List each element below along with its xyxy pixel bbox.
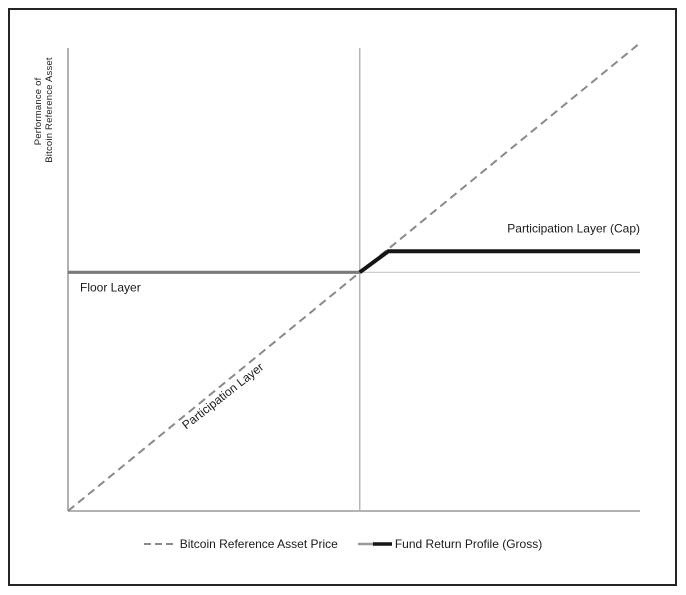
- series-layer: [67, 42, 641, 512]
- legend-item-bitcoin-reference-asset-price: Bitcoin Reference Asset Price: [143, 536, 338, 552]
- legend: Bitcoin Reference Asset Price Fund Retur…: [0, 536, 686, 552]
- bitcoin-reference-asset-price-line: [67, 42, 641, 512]
- axes-layer: [67, 48, 640, 512]
- dashed-line-swatch-icon: [143, 543, 175, 545]
- y-axis-label: Performance of Bitcoin Reference Asset: [33, 57, 55, 163]
- gray-black-line-swatch-icon: [357, 542, 392, 546]
- participation-layer-label: Participation Layer: [179, 360, 266, 432]
- fund-return-cap-segment: [358, 249, 640, 274]
- legend-label-fund-return-profile: Fund Return Profile (Gross): [394, 537, 543, 551]
- floor-layer-label: Floor Layer: [80, 281, 141, 295]
- legend-item-fund-return-profile: Fund Return Profile (Gross): [357, 536, 543, 552]
- figure-frame: [8, 8, 677, 586]
- participation-layer-cap-label: Participation Layer (Cap): [507, 222, 640, 236]
- legend-label-bitcoin-reference-asset-price: Bitcoin Reference Asset Price: [179, 537, 338, 551]
